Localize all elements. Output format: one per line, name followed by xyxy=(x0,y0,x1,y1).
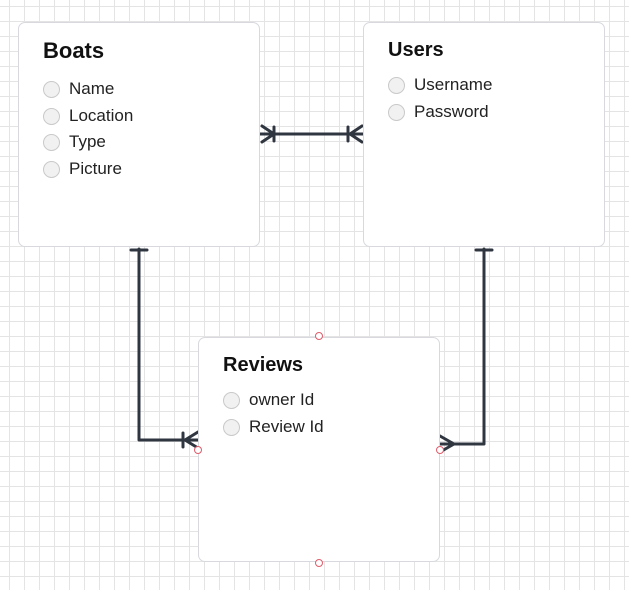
connector-boats-users[interactable] xyxy=(258,124,366,144)
field-row[interactable]: Username xyxy=(388,75,492,95)
connector-users-reviews[interactable] xyxy=(438,247,494,454)
field-radio[interactable] xyxy=(388,103,405,121)
field-label: Name xyxy=(69,79,115,98)
field-row[interactable]: Password xyxy=(388,102,489,122)
field-label: Type xyxy=(69,132,106,151)
connector-boats-reviews[interactable] xyxy=(129,247,201,450)
entity-boats[interactable]: Boats Name Location Type Picture xyxy=(18,22,260,247)
field-radio[interactable] xyxy=(43,107,60,125)
field-radio[interactable] xyxy=(43,133,60,151)
reviews-right-crowfoot xyxy=(438,434,456,454)
field-label: Review Id xyxy=(249,417,324,436)
reviews-left-crowfoot xyxy=(183,430,200,450)
field-row[interactable]: Name xyxy=(43,79,114,99)
connection-handle-top[interactable] xyxy=(315,332,323,340)
connection-handle-left[interactable] xyxy=(194,446,202,454)
entity-reviews[interactable]: Reviews owner Id Review Id xyxy=(198,337,440,562)
field-row[interactable]: Picture xyxy=(43,159,122,179)
field-row[interactable]: Location xyxy=(43,106,133,126)
field-label: Location xyxy=(69,106,134,125)
entity-title: Users xyxy=(388,39,444,61)
field-label: Password xyxy=(414,102,489,121)
field-radio[interactable] xyxy=(223,418,240,436)
field-radio[interactable] xyxy=(388,76,405,94)
field-row[interactable]: owner Id xyxy=(223,390,314,410)
field-radio[interactable] xyxy=(43,160,60,178)
entity-title: Reviews xyxy=(223,354,304,376)
field-label: Picture xyxy=(69,159,122,178)
users-end-crowfoot xyxy=(348,124,364,144)
field-row[interactable]: Type xyxy=(43,132,106,152)
field-label: Username xyxy=(414,75,493,94)
field-label: owner Id xyxy=(249,390,315,409)
entity-users[interactable]: Users Username Password xyxy=(363,22,605,247)
field-radio[interactable] xyxy=(43,80,60,98)
boats-end-crowfoot xyxy=(260,124,276,144)
field-row[interactable]: Review Id xyxy=(223,417,324,437)
connection-handle-right[interactable] xyxy=(436,446,444,454)
connection-handle-bottom[interactable] xyxy=(315,559,323,567)
field-radio[interactable] xyxy=(223,391,240,409)
entity-title: Boats xyxy=(43,38,105,63)
